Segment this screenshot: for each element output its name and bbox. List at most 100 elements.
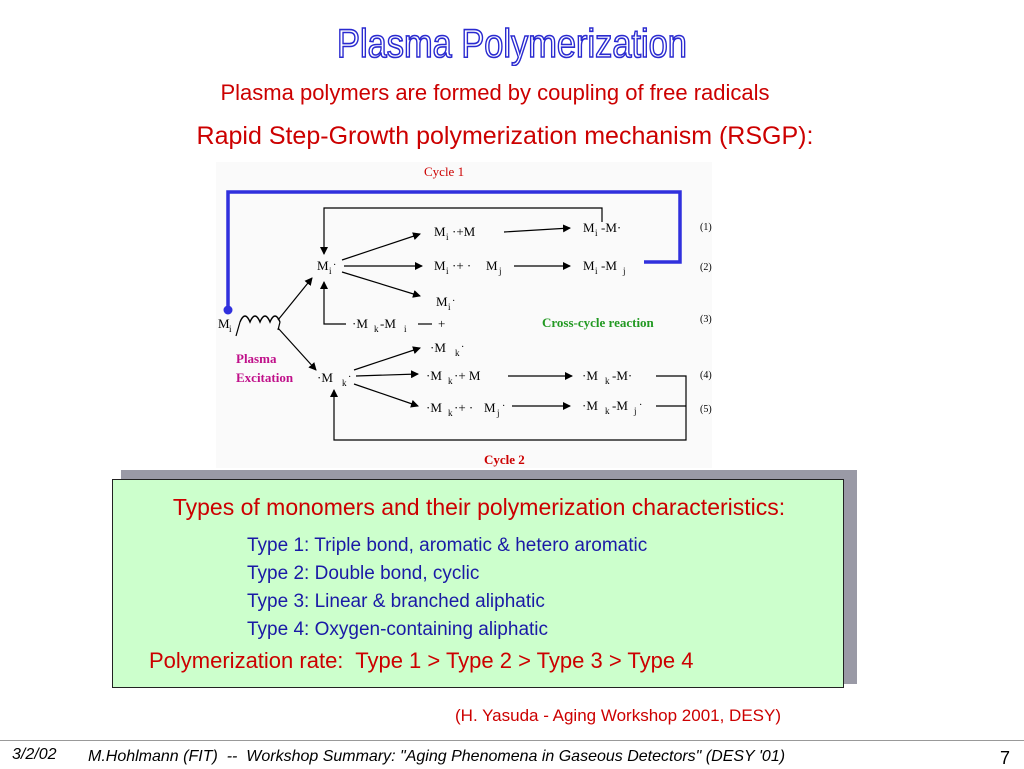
svg-text:·: · xyxy=(333,260,336,271)
svg-text:M: M xyxy=(434,224,446,239)
svg-text:M: M xyxy=(218,316,230,331)
type-item: Type 2: Double bond, cyclic xyxy=(247,563,480,584)
mi-radical: M i· xyxy=(317,258,336,276)
svg-text:i: i xyxy=(446,266,449,276)
svg-text:·: · xyxy=(452,296,455,307)
arrow-r4 xyxy=(355,370,419,379)
monomer-types-box: Types of monomers and their polymerizati… xyxy=(112,479,844,688)
svg-text:·: · xyxy=(639,400,642,411)
citation: (H. Yasuda - Aging Workshop 2001, DESY) xyxy=(455,706,782,725)
svg-text:M: M xyxy=(583,258,595,273)
svg-text:k: k xyxy=(455,348,460,358)
slide-title: Plasma Polymerization xyxy=(336,21,687,67)
cross-cycle-label: Cross-cycle reaction xyxy=(542,315,655,330)
monomer-type-list: Type 1: Triple bond, aromatic & hetero a… xyxy=(247,532,647,644)
svg-text:·+M: ·+M xyxy=(452,224,476,239)
cycle1-return-line xyxy=(320,207,603,255)
eq-label-3: (3) xyxy=(700,314,712,325)
slide-subtitle: Plasma polymers are formed by coupling o… xyxy=(220,80,770,105)
svg-text:·: · xyxy=(502,401,505,412)
svg-text:·M: ·M xyxy=(426,368,442,383)
diagram-background xyxy=(216,162,712,468)
svg-text:j: j xyxy=(622,266,626,276)
reaction-5: ·M k ·+ · M j· ·M k -M j· xyxy=(426,398,642,418)
mechanism-heading: Rapid Step-Growth polymerization mechani… xyxy=(196,122,814,150)
mk-radical: ·M k· xyxy=(317,370,351,388)
svg-text:·M: ·M xyxy=(582,398,598,413)
svg-text:·M: ·M xyxy=(582,368,598,383)
type-item: Type 4: Oxygen-containing aliphatic xyxy=(247,619,549,640)
svg-text:·+ ·: ·+ · xyxy=(452,258,471,273)
reaction-3-lower: ·M k· xyxy=(430,340,464,358)
svg-text:i: i xyxy=(229,324,232,334)
svg-text:-M: -M xyxy=(601,258,617,273)
arrow-r5 xyxy=(353,383,419,408)
svg-text:-M: -M xyxy=(612,398,628,413)
svg-text:-M·: -M· xyxy=(612,368,632,383)
monomer-mi: M i xyxy=(218,316,232,334)
svg-text:·M: ·M xyxy=(426,400,442,415)
arrow-r3 xyxy=(341,271,421,298)
arrow-r1 xyxy=(341,232,421,261)
svg-text:k: k xyxy=(605,406,610,416)
eq-label-5: (5) xyxy=(700,404,712,415)
arrow-r1-product xyxy=(503,224,571,233)
type-item: Type 1: Triple bond, aromatic & hetero a… xyxy=(247,535,648,556)
blue-feedback-loop xyxy=(226,190,682,310)
svg-text:i: i xyxy=(404,324,407,334)
arrow-to-mk-radical xyxy=(277,327,317,371)
rsgp-diagram: Cycle 1 M i Plasma Excitation M i· M i ·… xyxy=(216,162,712,468)
arrow-r3-lower xyxy=(353,346,421,371)
reaction-1: M i ·+M M i -M· xyxy=(434,220,621,242)
svg-text:M: M xyxy=(583,220,595,235)
footer-text: M.Hohlmann (FIT) -- Workshop Summary: "A… xyxy=(88,748,786,765)
svg-text:·M: ·M xyxy=(352,316,368,331)
excitation-label: Excitation xyxy=(236,370,294,385)
footer-divider xyxy=(0,740,1024,741)
arrow-to-mi-radical xyxy=(277,277,313,321)
svg-text:k: k xyxy=(374,324,379,334)
svg-text:i: i xyxy=(595,266,598,276)
svg-text:M: M xyxy=(484,400,496,415)
reaction-4: ·M k ·+ M ·M k -M· xyxy=(426,368,632,386)
coil-lead-left xyxy=(235,321,241,337)
svg-text:M: M xyxy=(434,258,446,273)
cycle2-return-line xyxy=(330,375,687,441)
blue-loop-endpoint xyxy=(223,305,233,315)
svg-text:+: + xyxy=(438,316,445,331)
svg-text:j: j xyxy=(498,266,502,276)
svg-text:k: k xyxy=(448,376,453,386)
svg-text:-M: -M xyxy=(380,316,396,331)
svg-text:M: M xyxy=(486,258,498,273)
svg-text:·+ ·: ·+ · xyxy=(454,400,473,415)
cross-cycle-return xyxy=(320,281,346,325)
svg-text:-M·: -M· xyxy=(601,220,621,235)
svg-text:k: k xyxy=(605,376,610,386)
svg-text:i: i xyxy=(446,232,449,242)
svg-text:·M: ·M xyxy=(430,340,446,355)
plasma-coil-icon xyxy=(239,315,281,324)
cycle2-label: Cycle 2 xyxy=(484,452,525,467)
svg-text:i: i xyxy=(448,302,451,312)
svg-text:·+ M: ·+ M xyxy=(454,368,481,383)
svg-text:j: j xyxy=(633,406,637,416)
svg-text:·: · xyxy=(461,342,464,353)
page-number: 7 xyxy=(1000,748,1011,768)
box-heading: Types of monomers and their polymerizati… xyxy=(172,494,786,520)
polymerization-rate: Polymerization rate: Type 1 > Type 2 > T… xyxy=(149,648,694,673)
plasma-label: Plasma xyxy=(236,351,277,366)
svg-text:·M: ·M xyxy=(317,370,333,385)
cycle1-label: Cycle 1 xyxy=(424,164,464,179)
svg-text:k: k xyxy=(342,378,347,388)
svg-text:j: j xyxy=(496,408,500,418)
svg-text:k: k xyxy=(448,408,453,418)
type-item: Type 3: Linear & branched aliphatic xyxy=(247,591,545,612)
footer-date: 3/2/02 xyxy=(12,746,57,763)
eq-label-1: (1) xyxy=(700,222,712,233)
svg-text:·: · xyxy=(348,372,351,383)
reaction-3: M i· ·M k -M i + xyxy=(352,294,455,334)
svg-text:i: i xyxy=(595,228,598,238)
eq-label-2: (2) xyxy=(700,262,712,273)
reaction-2: M i ·+ · M j M i -M j xyxy=(434,258,626,276)
svg-text:i: i xyxy=(329,266,332,276)
